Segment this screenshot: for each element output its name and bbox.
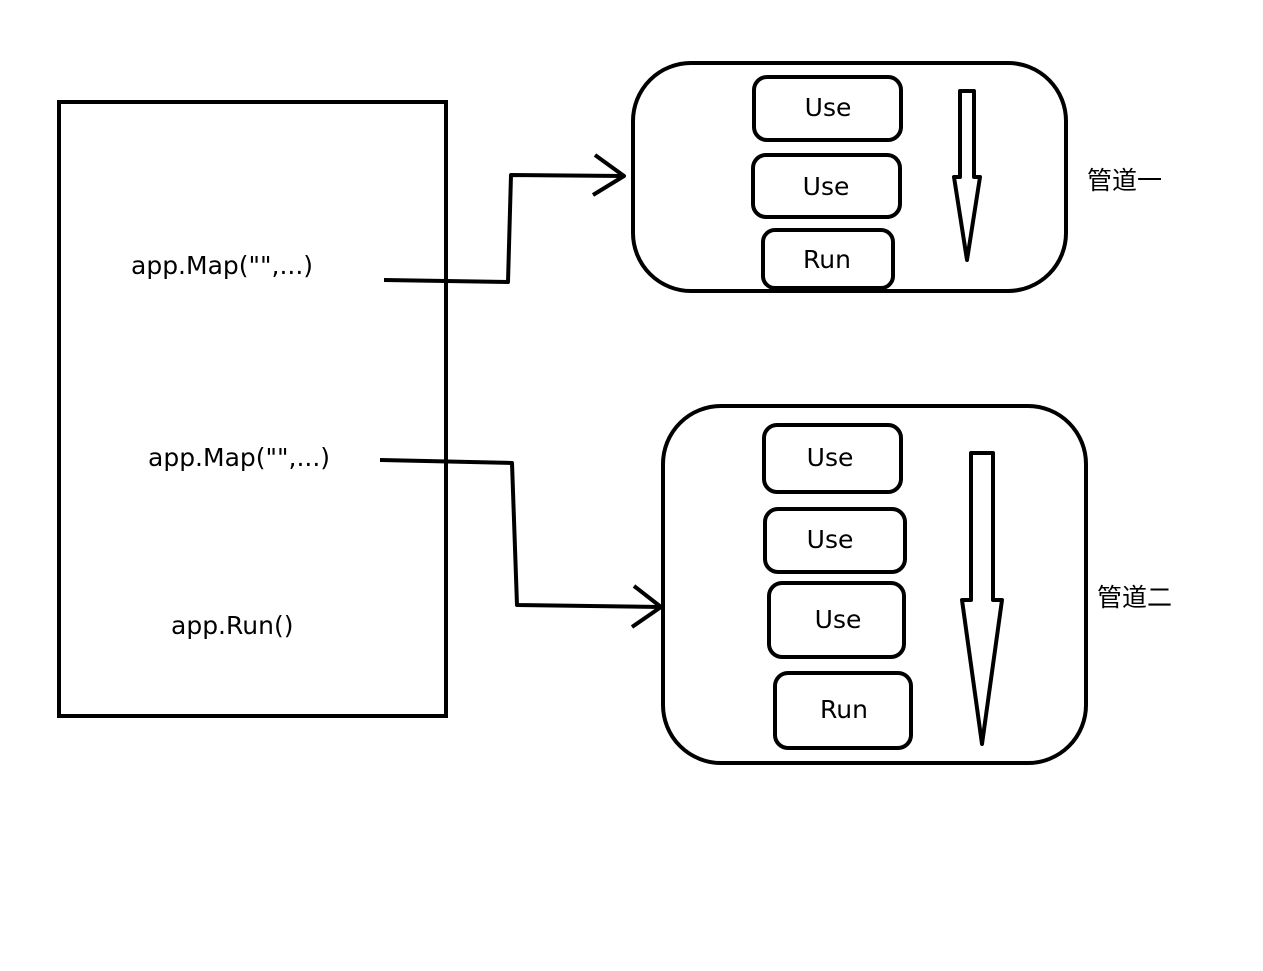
pipeline-one-flow-arrow [952, 89, 982, 262]
pipeline-one-step-2-label: Use [803, 172, 850, 201]
pipeline-two-step-2-label: Use [807, 525, 854, 554]
app-run-line: app.Run() [171, 611, 293, 640]
app-map-line-1: app.Map("",...) [131, 251, 313, 280]
pipeline-one-step-1 [752, 75, 903, 142]
pipeline-two-step-1-label: Use [807, 443, 854, 472]
pipeline-one-step-1-label: Use [805, 93, 852, 122]
pipeline-two-step-3-label: Use [815, 605, 862, 634]
connector-arrow-2 [379, 458, 662, 609]
pipeline-one-label: 管道一 [1087, 166, 1162, 195]
pipeline-two-flow-arrow [960, 451, 1004, 746]
pipeline-two-step-4 [773, 671, 913, 750]
pipeline-two-step-4-label: Run [820, 695, 868, 724]
pipeline-two-label: 管道二 [1097, 583, 1172, 612]
connector-arrow-1 [383, 173, 625, 284]
pipeline-two-step-3 [767, 581, 906, 659]
pipeline-one-step-3-label: Run [803, 245, 851, 274]
app-box [57, 100, 448, 718]
pipeline-one-step-3 [761, 228, 895, 290]
pipeline-one-step-2 [751, 153, 902, 219]
pipeline-two-step-2 [763, 507, 907, 574]
pipeline-two-container [661, 404, 1088, 765]
pipeline-two-step-1 [762, 423, 903, 494]
pipeline-one-container [631, 61, 1068, 293]
app-map-line-2: app.Map("",...) [148, 443, 330, 472]
connector-arrowhead-1 [591, 153, 626, 197]
